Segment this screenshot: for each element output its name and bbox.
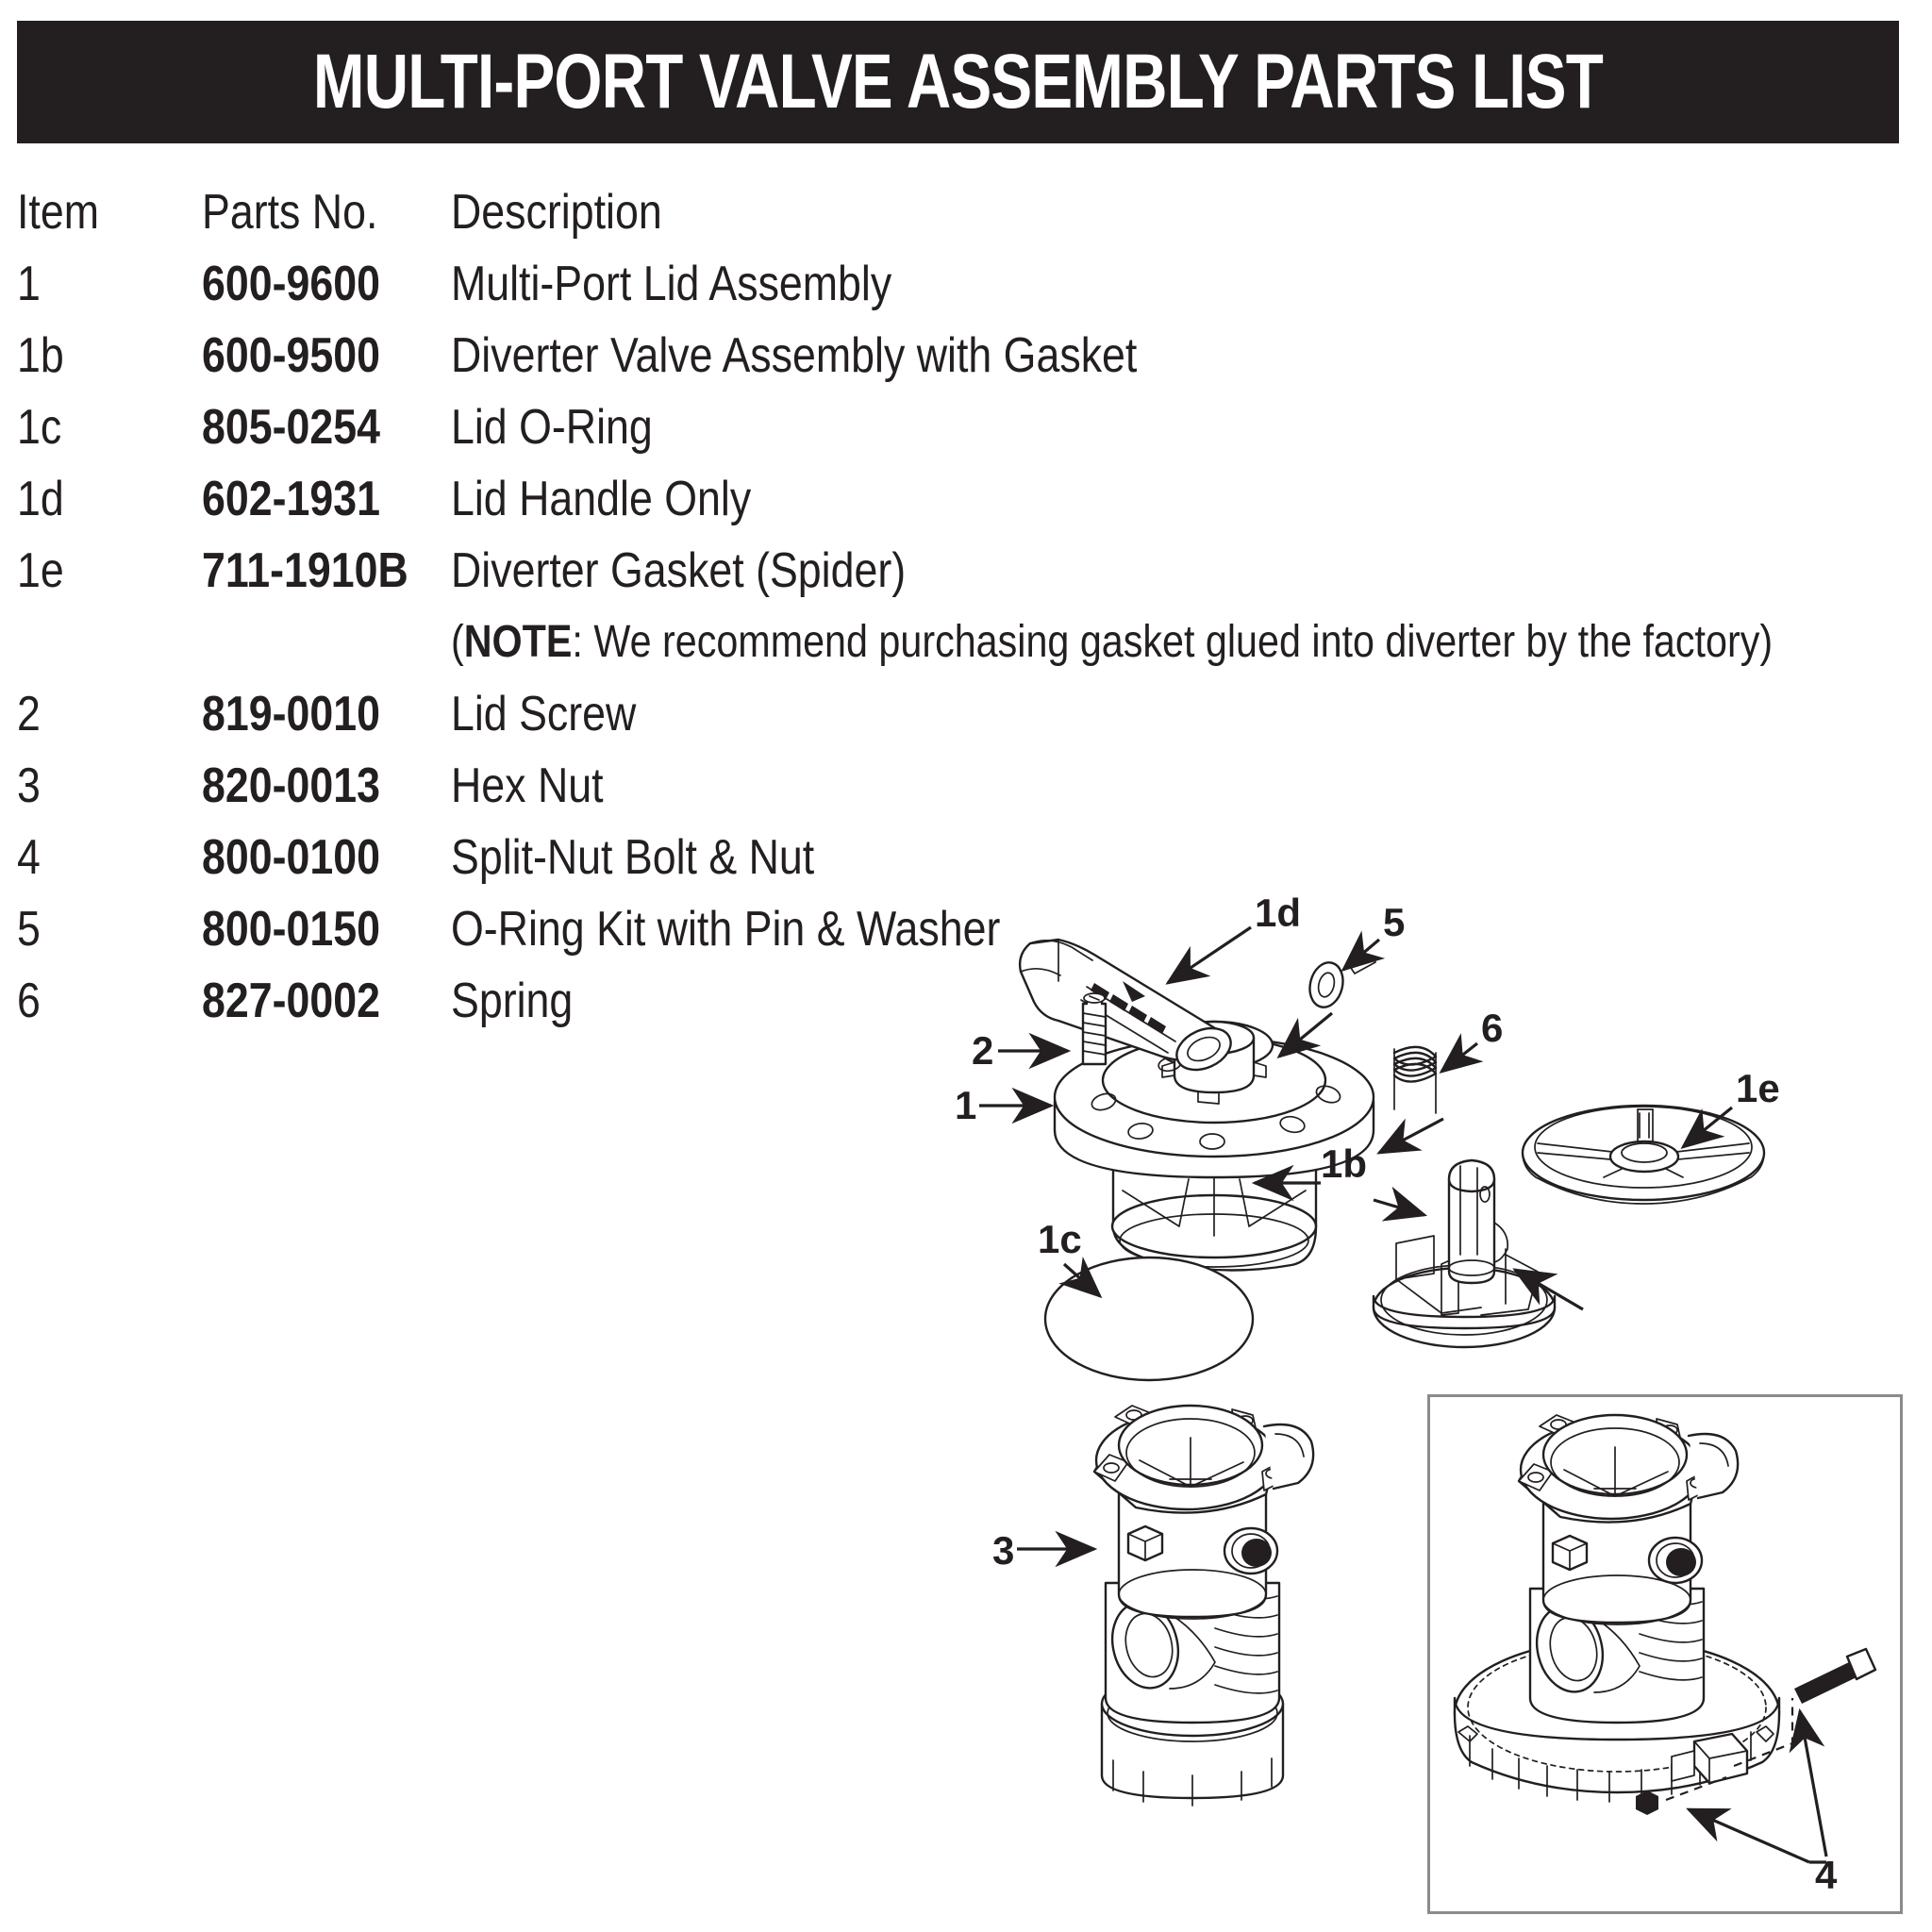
- table-row: 1b 600-9500 Diverter Valve Assembly with…: [17, 325, 1866, 396]
- table-row: 6 827-0002 Spring: [17, 970, 1866, 1041]
- cell-item: 1c: [17, 400, 62, 455]
- valve-body-illustration: [1092, 1404, 1315, 1807]
- table-row: 5 800-0150 O-Ring Kit with Pin & Washer: [17, 898, 1866, 970]
- cell-parts-no: 805-0254: [202, 400, 380, 455]
- lid-assembly-illustration: [1053, 1020, 1375, 1272]
- table-row: 3 820-0013 Hex Nut: [17, 755, 1866, 826]
- cell-description: Lid Handle Only: [451, 472, 752, 526]
- cell-description: Split-Nut Bolt & Nut: [451, 830, 815, 885]
- cell-description: Diverter Gasket (Spider): [451, 543, 907, 598]
- cell-item: 3: [17, 758, 41, 813]
- cell-item: 6: [17, 974, 41, 1028]
- callout-1b: 1b: [1321, 1141, 1367, 1186]
- cell-description: Multi-Port Lid Assembly: [451, 257, 892, 311]
- note-label: NOTE: [463, 617, 573, 667]
- cell-description: O-Ring Kit with Pin & Washer: [451, 902, 1001, 957]
- cell-parts-no: 820-0013: [202, 758, 380, 813]
- table-row: 1d 602-1931 Lid Handle Only: [17, 468, 1866, 540]
- cell-description: Lid Screw: [451, 687, 637, 741]
- table-row: 1e 711-1910B Diverter Gasket (Spider): [17, 540, 1866, 611]
- cell-parts-no: 800-0150: [202, 902, 380, 957]
- cell-parts-no: 600-9500: [202, 328, 380, 383]
- table-header-row: Item Parts No. Description: [17, 181, 1866, 253]
- cell-item: 4: [17, 830, 41, 885]
- column-header-description: Description: [451, 185, 662, 240]
- table-row: 4 800-0100 Split-Nut Bolt & Nut: [17, 826, 1866, 898]
- cell-description: Diverter Valve Assembly with Gasket: [451, 328, 1138, 383]
- factory-note: (NOTE: We recommend purchasing gasket gl…: [451, 611, 1773, 674]
- spring-illustration: [1392, 1045, 1438, 1114]
- note-text: : We recommend purchasing gasket glued i…: [572, 617, 1774, 667]
- cell-parts-no: 827-0002: [202, 974, 380, 1028]
- cell-item: 1d: [17, 472, 64, 526]
- cell-parts-no: 602-1931: [202, 472, 380, 526]
- callout-1e: 1e: [1736, 1066, 1780, 1110]
- parts-table: Item Parts No. Description 1 600-9600 Mu…: [17, 181, 1866, 1041]
- table-note-row: (NOTE: We recommend purchasing gasket gl…: [17, 611, 1866, 683]
- diverter-valve-illustration: [1372, 1158, 1557, 1349]
- cell-item: 1b: [17, 328, 64, 383]
- table-row: 1c 805-0254 Lid O-Ring: [17, 396, 1866, 468]
- cell-item: 2: [17, 687, 41, 741]
- cell-parts-no: 800-0100: [202, 830, 380, 885]
- cell-parts-no: 600-9600: [202, 257, 380, 311]
- callout-3: 3: [992, 1528, 1014, 1573]
- cell-description: Hex Nut: [451, 758, 604, 813]
- cell-item: 5: [17, 902, 41, 957]
- cell-description: Spring: [451, 974, 574, 1028]
- page-title: MULTI-PORT VALVE ASSEMBLY PARTS LIST: [312, 39, 1604, 125]
- note-prefix: (: [451, 617, 464, 667]
- cell-parts-no: 711-1910B: [202, 543, 408, 598]
- column-header-parts-no: Parts No.: [202, 185, 378, 240]
- callout-1: 1: [955, 1083, 976, 1127]
- cell-parts-no: 819-0010: [202, 687, 380, 741]
- table-row: 2 819-0010 Lid Screw: [17, 683, 1866, 755]
- cell-description: Lid O-Ring: [451, 400, 653, 455]
- callout-1c: 1c: [1038, 1217, 1082, 1261]
- page-title-banner: MULTI-PORT VALVE ASSEMBLY PARTS LIST: [17, 21, 1899, 143]
- spider-gasket-illustration: [1521, 1104, 1766, 1205]
- column-header-item: Item: [17, 185, 99, 240]
- lid-oring-illustration: [1043, 1256, 1255, 1382]
- split-nut-detail-inset-box: [1427, 1394, 1903, 1914]
- cell-item: 1: [17, 257, 41, 311]
- table-row: 1 600-9600 Multi-Port Lid Assembly: [17, 253, 1866, 325]
- cell-item: 1e: [17, 543, 64, 598]
